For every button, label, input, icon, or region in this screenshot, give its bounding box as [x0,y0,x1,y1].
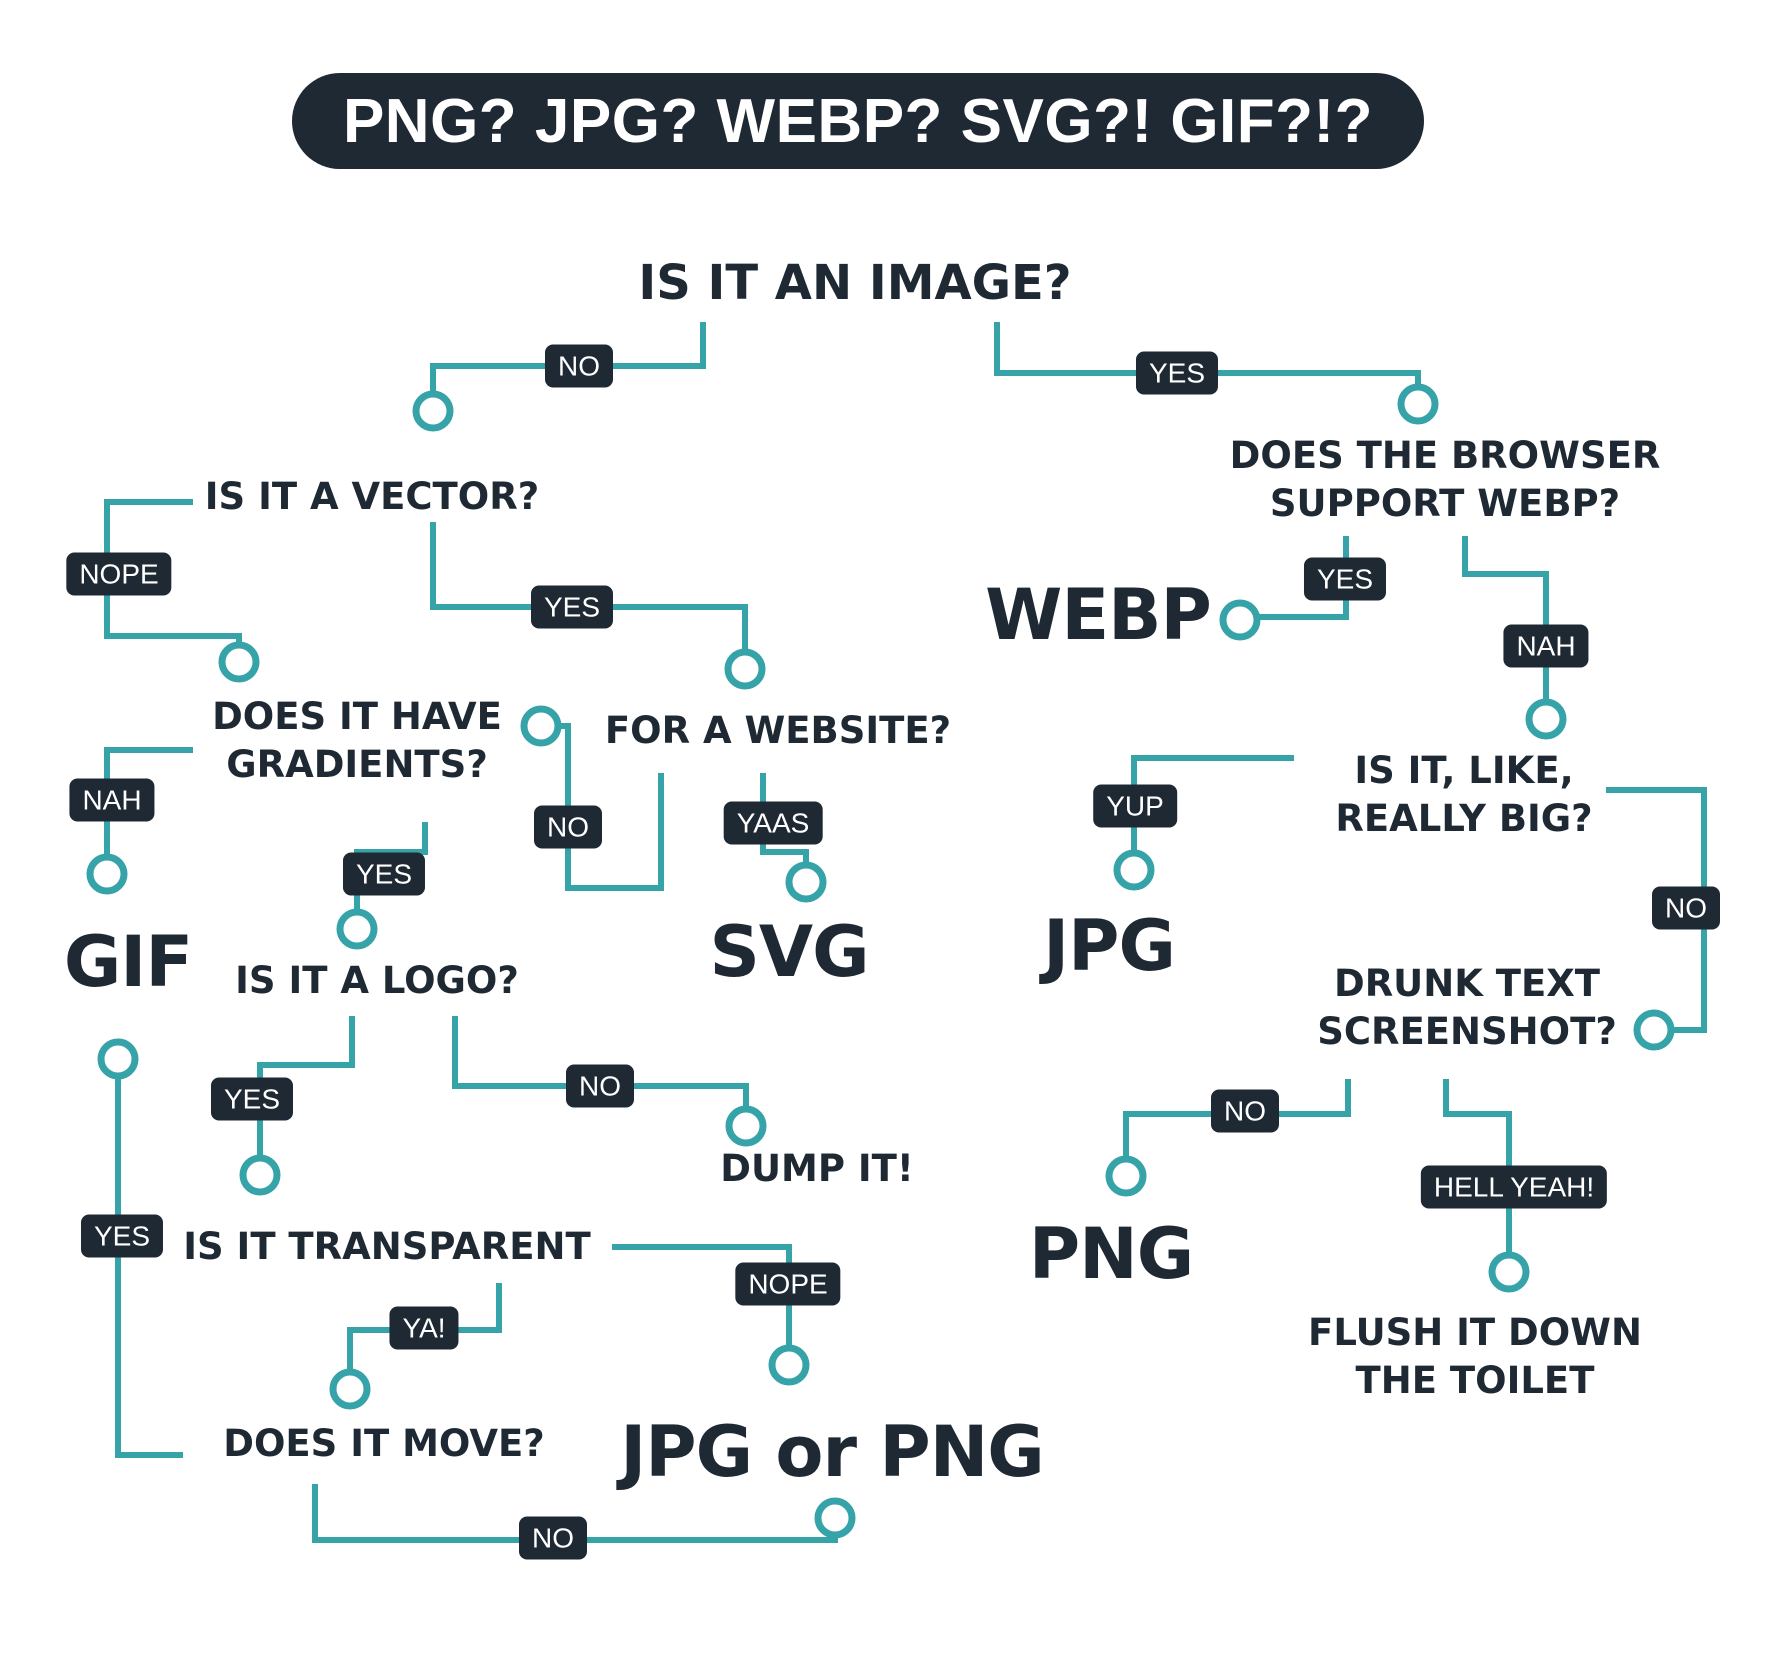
endpoint-jpg [1113,849,1155,891]
label-website-no: NO [534,805,602,849]
answer-jpg: JPG [1043,905,1176,987]
wire-move-yes [115,1076,183,1458]
question-drunk-text-line1: DRUNK TEXT [1333,961,1601,1005]
endpoint-website-no [520,705,562,747]
label-image-no: NO [545,344,613,388]
endpoint-dump [725,1105,767,1147]
label-logo-no: NO [566,1064,634,1108]
label-gradients-nah: NAH [69,778,155,822]
endpoint-jpg-or-png [814,1497,856,1539]
label-transparent-nope: NOPE [735,1262,841,1306]
answer-jpg-or-png: JPG or PNG [620,1411,1045,1493]
label-gradients-yes: YES [342,852,426,896]
question-drunk-text-line2: SCREENSHOT? [1317,1010,1617,1053]
endpoint-website [724,648,766,690]
question-is-logo: IS IT A LOGO? [235,958,519,1002]
label-image-yes: YES [1135,351,1219,395]
label-move-no: NO [519,1516,587,1560]
endpoint-transparent [239,1154,281,1196]
label-browser-yes: YES [1303,557,1387,601]
outcome-flush-line2: THE TOILET [1355,1359,1595,1402]
wire-transparent-nope [612,1244,792,1348]
endpoint-gif [86,853,128,895]
wire-browser-nah [1462,536,1549,702]
label-vector-nope: NOPE [66,552,172,596]
answer-png: PNG [1028,1213,1194,1295]
label-transparent-ya: YA! [389,1306,459,1350]
question-really-big: IS IT, LIKE, REALLY BIG? [1335,747,1592,843]
endpoint-move-gif [97,1038,139,1080]
question-browser-webp-line2: SUPPORT WEBP? [1269,482,1621,525]
endpoint-jpg-or-png-left [768,1344,810,1386]
label-browser-nah: NAH [1503,624,1589,668]
answer-svg: SVG [709,911,869,993]
outcome-flush: FLUSH IT DOWN THE TOILET [1308,1309,1642,1405]
endpoint-gradients [218,641,260,683]
endpoint-really-big [1525,698,1567,740]
question-browser-webp: DOES THE BROWSER SUPPORT WEBP? [1230,432,1661,528]
label-logo-yes: YES [210,1077,294,1121]
question-gradients: DOES IT HAVE GRADIENTS? [212,693,502,789]
wire-vector-nope [104,499,242,645]
connector-endpoints [86,383,1675,1539]
endpoint-webp [1219,599,1261,641]
endpoint-logo [336,908,378,950]
endpoint-svg [785,861,827,903]
question-for-website: FOR A WEBSITE? [604,708,952,752]
endpoint-drunk [1633,1009,1675,1051]
label-drunk-hell-yeah: HELL YEAH! [1420,1165,1608,1209]
outcome-flush-line1: FLUSH IT DOWN [1308,1310,1642,1354]
label-move-yes: YES [80,1214,164,1258]
question-really-big-line2: REALLY BIG? [1335,797,1593,840]
question-really-big-line1: IS IT, LIKE, [1354,748,1574,792]
label-drunk-no: NO [1211,1089,1279,1133]
outcome-dump-it: DUMP IT! [720,1146,914,1190]
endpoint-png [1105,1155,1147,1197]
page-title: PNG? JPG? WEBP? SVG?! GIF?!? [342,86,1374,156]
question-is-vector: IS IT A VECTOR? [204,474,540,518]
label-big-no: NO [1652,886,1720,930]
wire-website-no [558,723,664,891]
answer-webp: WEBP [985,574,1212,656]
question-browser-webp-line1: DOES THE BROWSER [1229,433,1661,477]
question-gradients-line1: DOES IT HAVE [212,694,502,738]
question-is-image: IS IT AN IMAGE? [638,254,1072,311]
endpoint-move [329,1368,371,1410]
question-is-transparent: IS IT TRANSPARENT [183,1224,591,1268]
endpoint-vector [412,390,454,432]
question-drunk-text: DRUNK TEXT SCREENSHOT? [1317,960,1617,1056]
label-big-yup: YUP [1093,784,1177,828]
question-does-move: DOES IT MOVE? [223,1421,545,1465]
answer-gif: GIF [63,921,193,1003]
title-banner: PNG? JPG? WEBP? SVG?! GIF?!? [292,73,1424,169]
label-vector-yes: YES [530,585,614,629]
question-gradients-line2: GRADIENTS? [226,743,488,786]
endpoint-browser [1397,383,1439,425]
endpoint-flush [1488,1251,1530,1293]
label-website-yaas: YAAS [723,801,823,845]
